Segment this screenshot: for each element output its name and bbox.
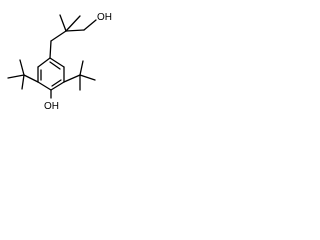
ring-double-bond-c	[51, 79, 62, 87]
ring-bond-1	[37, 57, 51, 68]
oh-bond-top	[83, 19, 97, 31]
quaternary-bond	[50, 30, 67, 42]
tbu-left-up	[19, 59, 25, 76]
tbu-right-side	[79, 74, 96, 81]
ring-double-bond-b	[49, 61, 61, 70]
ring-bond-6	[49, 57, 65, 68]
hydroxyl-label-top: OH	[97, 12, 112, 23]
tbu-left-side	[7, 74, 25, 79]
ch2-bond	[49, 40, 52, 59]
tbu-left-down	[21, 74, 25, 90]
tbu-right-up	[79, 60, 84, 76]
methyl-bond-left	[59, 14, 67, 32]
ch2oh-bond	[65, 29, 85, 32]
ring-bond-3	[37, 81, 52, 91]
methyl-bond-right	[65, 15, 81, 32]
hydroxyl-label-bottom: OH	[44, 101, 59, 112]
tbu-right-stem	[63, 74, 81, 83]
tbu-left-stem	[23, 74, 39, 83]
ring-bond-4	[50, 81, 65, 91]
molecule-structure-diagram: OH OH	[7, 12, 112, 112]
bond-lines	[7, 14, 97, 99]
